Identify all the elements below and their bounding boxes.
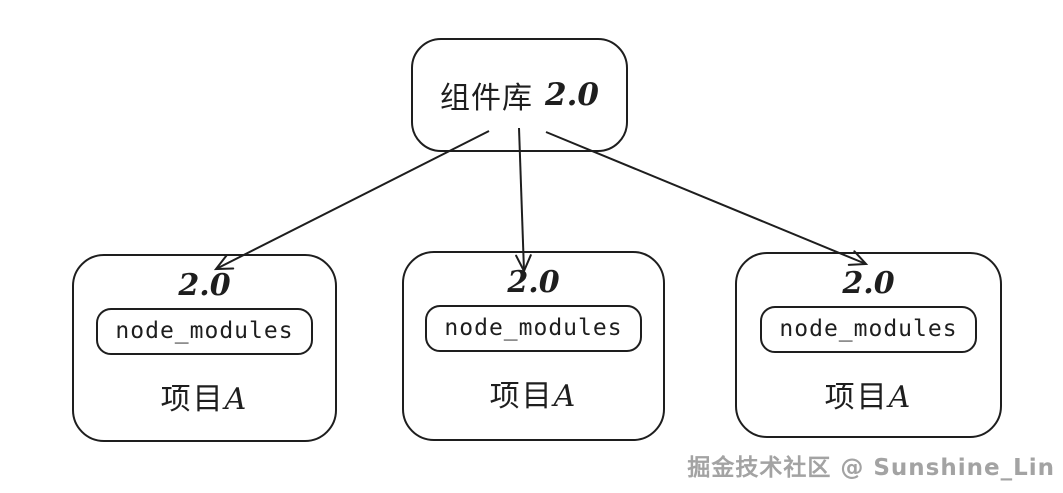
project-1-title-text: 项目 bbox=[160, 382, 225, 417]
component-library-node: 组件库 2.0 bbox=[411, 38, 628, 152]
project-3-title-text: 项目 bbox=[824, 380, 889, 415]
project-2-version: 2.0 bbox=[507, 265, 560, 300]
project-2-title: 项目A bbox=[490, 371, 578, 415]
project-3-title-suffix: A bbox=[888, 380, 913, 415]
project-3-version: 2.0 bbox=[842, 266, 895, 301]
project-2-title-suffix: A bbox=[553, 379, 578, 414]
project-node-2: 2.0 node_modules 项目A bbox=[402, 251, 665, 441]
project-3-title: 项目A bbox=[825, 372, 913, 416]
project-1-node-modules-box: node_modules bbox=[96, 308, 313, 355]
project-1-node-modules-label: node_modules bbox=[115, 318, 294, 344]
project-3-node-modules-box: node_modules bbox=[760, 306, 977, 353]
project-1-title: 项目A bbox=[161, 374, 249, 418]
watermark: 掘金技术社区 @ Sunshine_Lin bbox=[687, 455, 1055, 481]
component-library-label: 组件库 bbox=[440, 81, 534, 116]
project-2-node-modules-label: node_modules bbox=[444, 315, 623, 341]
component-library-version: 2.0 bbox=[545, 77, 599, 113]
project-node-3: 2.0 node_modules 项目A bbox=[735, 252, 1002, 438]
project-node-1: 2.0 node_modules 项目A bbox=[72, 254, 337, 442]
project-3-node-modules-label: node_modules bbox=[779, 316, 958, 342]
project-1-title-suffix: A bbox=[224, 382, 249, 417]
project-2-node-modules-box: node_modules bbox=[425, 305, 642, 352]
project-2-title-text: 项目 bbox=[489, 379, 554, 414]
project-1-version: 2.0 bbox=[178, 268, 231, 303]
